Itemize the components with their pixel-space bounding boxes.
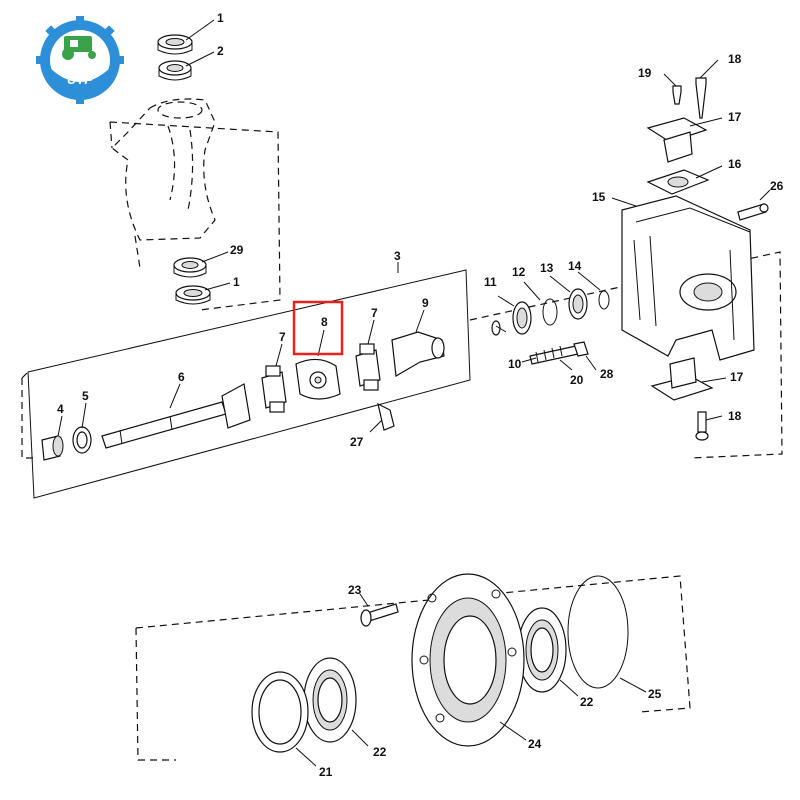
callout-28: 28 xyxy=(600,367,614,381)
callout-22-left: 22 xyxy=(373,745,387,759)
callout-8: 8 xyxy=(321,315,328,329)
callout-3: 3 xyxy=(394,249,401,263)
callout-11: 11 xyxy=(484,275,497,289)
logo-text: UTP xyxy=(67,72,93,87)
callout-27: 27 xyxy=(350,435,364,449)
callout-12: 12 xyxy=(512,265,526,279)
upper-bearing-group xyxy=(109,19,281,311)
callout-20: 20 xyxy=(570,373,584,387)
callout-labels: 1 2 29 1 3 4 5 6 7 8 7 9 27 11 12 13 14 … xyxy=(57,11,784,779)
callout-1-top: 1 xyxy=(217,11,224,25)
axle-shaft-assembly xyxy=(21,251,783,499)
callout-16: 16 xyxy=(728,157,742,171)
callout-18-bottom: 18 xyxy=(728,409,742,423)
steering-knuckle-group xyxy=(611,59,771,441)
callout-7-right: 7 xyxy=(371,306,378,320)
callout-15: 15 xyxy=(592,190,606,204)
callout-6: 6 xyxy=(178,370,185,384)
highlight-box xyxy=(292,300,344,356)
callout-7-left: 7 xyxy=(279,330,286,344)
callout-29: 29 xyxy=(230,243,244,257)
callout-18-top: 18 xyxy=(728,52,742,66)
callout-14: 14 xyxy=(568,259,582,273)
seal-group xyxy=(491,271,610,371)
callout-25: 25 xyxy=(648,687,662,701)
utp-logo: UTP xyxy=(36,16,124,104)
callout-22-right: 22 xyxy=(580,695,594,709)
callout-9: 9 xyxy=(422,296,429,310)
callout-24: 24 xyxy=(528,737,542,751)
callout-13: 13 xyxy=(540,261,554,275)
callout-4: 4 xyxy=(57,402,64,416)
callout-10: 10 xyxy=(508,357,522,371)
callout-1-bottom: 1 xyxy=(233,275,240,289)
callout-19: 19 xyxy=(638,66,652,80)
tractor-icon xyxy=(62,36,96,60)
callout-17-top: 17 xyxy=(728,110,742,124)
callout-17-bottom: 17 xyxy=(730,370,744,384)
callout-23: 23 xyxy=(348,583,362,597)
callout-21: 21 xyxy=(319,765,333,779)
callout-2: 2 xyxy=(217,44,224,58)
wheel-hub-group xyxy=(135,573,691,767)
callout-5: 5 xyxy=(82,389,89,403)
callout-26: 26 xyxy=(770,179,784,193)
